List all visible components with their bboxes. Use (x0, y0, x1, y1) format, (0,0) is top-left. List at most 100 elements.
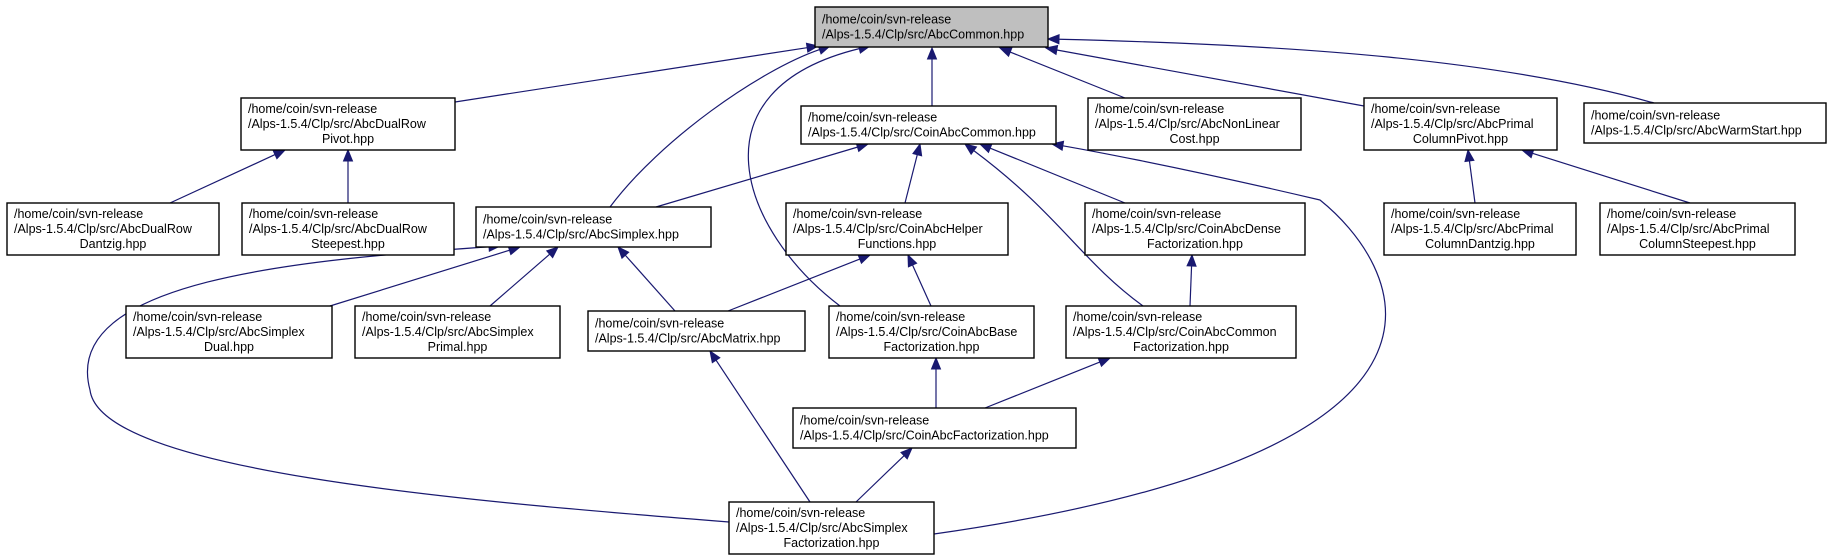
node-abcmatrix[interactable]: /home/coin/svn-release/Alps-1.5.4/Clp/sr… (587, 310, 806, 352)
node-box (1084, 202, 1306, 256)
node-root[interactable]: /home/coin/svn-release/Alps-1.5.4/Clp/sr… (814, 6, 1049, 48)
node-label-line: /Alps-1.5.4/Clp/src/CoinAbcBase (836, 325, 1017, 339)
edge-line (169, 154, 276, 204)
edge-helperfunctions-to-coinabccommon (904, 142, 923, 204)
node-primalcolumnsteepest[interactable]: /home/coin/svn-release/Alps-1.5.4/Clp/sr… (1599, 202, 1796, 256)
edge-line (715, 359, 811, 503)
node-label-line: /home/coin/svn-release (14, 207, 143, 221)
node-densefactorization[interactable]: /home/coin/svn-release/Alps-1.5.4/Clp/sr… (1084, 202, 1306, 256)
arrowhead-icon (912, 142, 923, 157)
arrowhead-icon (709, 349, 721, 364)
node-label-line: /Alps-1.5.4/Clp/src/CoinAbcCommon.hpp (808, 126, 1036, 140)
node-label-line: /Alps-1.5.4/Clp/src/CoinAbcFactorization… (800, 429, 1049, 443)
edge-line (911, 264, 932, 307)
node-primalcolumnpivot[interactable]: /home/coin/svn-release/Alps-1.5.4/Clp/sr… (1363, 97, 1558, 151)
node-box (1583, 102, 1827, 144)
arrowhead-icon (342, 148, 354, 162)
node-coinabccommon[interactable]: /home/coin/svn-release/Alps-1.5.4/Clp/sr… (800, 105, 1057, 145)
node-label-line: /Alps-1.5.4/Clp/src/CoinAbcHelper (793, 222, 983, 236)
node-dualrowdantzig[interactable]: /home/coin/svn-release/Alps-1.5.4/Clp/sr… (6, 202, 220, 256)
node-box (6, 202, 220, 256)
node-box (792, 407, 1077, 449)
node-label-line: Primal.hpp (428, 340, 488, 354)
node-label-line: Cost.hpp (1169, 132, 1219, 146)
node-label-line: ColumnPivot.hpp (1413, 132, 1508, 146)
edge-line (933, 145, 1387, 535)
node-commonfactorization[interactable]: /home/coin/svn-release/Alps-1.5.4/Clp/sr… (1065, 305, 1297, 359)
node-helperfunctions[interactable]: /home/coin/svn-release/Alps-1.5.4/Clp/sr… (785, 202, 1009, 256)
node-nonlinearcost[interactable]: /home/coin/svn-release/Alps-1.5.4/Clp/sr… (1087, 97, 1302, 151)
node-label-line: /Alps-1.5.4/Clp/src/AbcMatrix.hpp (595, 332, 781, 346)
node-label-line: /Alps-1.5.4/Clp/src/AbcSimplex.hpp (483, 228, 679, 242)
edge-abcsimplex-to-root (609, 44, 832, 208)
node-box (1363, 97, 1558, 151)
arrowhead-icon (272, 149, 287, 160)
node-box (1383, 202, 1577, 256)
edge-line (609, 49, 820, 208)
node-box (1065, 305, 1297, 359)
node-box (785, 202, 1009, 256)
arrowhead-icon (857, 254, 872, 265)
node-label-line: /home/coin/svn-release (1092, 207, 1221, 221)
edge-warmstart-to-root (1046, 34, 1655, 104)
edge-line (655, 146, 858, 208)
edge-line (1532, 152, 1691, 204)
node-label-line: /Alps-1.5.4/Clp/src/AbcSimplex (362, 325, 534, 339)
edge-simplexfactorization-to-abcsimplex (87, 241, 730, 523)
arrowhead-icon (963, 143, 978, 156)
node-dualrowpivot[interactable]: /home/coin/svn-release/Alps-1.5.4/Clp/sr… (240, 97, 456, 151)
edge-dualrowpivot-to-root (454, 42, 820, 103)
edge-line (989, 147, 1126, 204)
node-label-line: /Alps-1.5.4/Clp/src/AbcDualRow (14, 222, 193, 236)
edge-line (1189, 265, 1193, 307)
node-label-line: /home/coin/svn-release (133, 310, 262, 324)
node-label-line: Functions.hpp (858, 237, 937, 251)
node-abcsimplex[interactable]: /home/coin/svn-release/Alps-1.5.4/Clp/sr… (475, 206, 712, 248)
edge-simplexprimal-to-abcsimplex (489, 246, 559, 307)
node-box (241, 202, 455, 256)
node-box (1087, 97, 1302, 151)
arrowhead-icon (978, 143, 993, 154)
node-simplexfactorization[interactable]: /home/coin/svn-release/Alps-1.5.4/Clp/sr… (728, 501, 935, 555)
node-basefactorization[interactable]: /home/coin/svn-release/Alps-1.5.4/Clp/sr… (828, 305, 1035, 359)
node-label-line: /home/coin/svn-release (1591, 109, 1720, 123)
node-label-line: /Alps-1.5.4/Clp/src/AbcPrimal (1391, 222, 1554, 236)
node-dualrowsteepest[interactable]: /home/coin/svn-release/Alps-1.5.4/Clp/sr… (241, 202, 455, 256)
node-label-line: /Alps-1.5.4/Clp/src/AbcCommon.hpp (822, 28, 1024, 42)
edge-line (855, 455, 905, 503)
node-label-line: /home/coin/svn-release (248, 102, 377, 116)
node-simplexprimal[interactable]: /home/coin/svn-release/Alps-1.5.4/Clp/sr… (354, 305, 561, 359)
arrowhead-icon (1046, 34, 1060, 45)
node-coinabcfactorization[interactable]: /home/coin/svn-release/Alps-1.5.4/Clp/sr… (792, 407, 1077, 449)
node-label-line: Dantzig.hpp (80, 237, 147, 251)
edge-line (984, 361, 1101, 409)
node-simplexdual[interactable]: /home/coin/svn-release/Alps-1.5.4/Clp/sr… (125, 305, 333, 359)
node-label-line: /home/coin/svn-release (1371, 102, 1500, 116)
node-label-line: /home/coin/svn-release (595, 317, 724, 331)
edge-basefactorization-to-root (747, 43, 872, 307)
arrowhead-icon (900, 447, 913, 460)
edge-simplexfactorization-to-coinabcfactorization (855, 447, 913, 503)
edge-line (624, 254, 676, 312)
node-label-line: /home/coin/svn-release (483, 213, 612, 227)
edge-line (1009, 51, 1126, 99)
node-label-line: Pivot.hpp (322, 132, 374, 146)
edge-line (1468, 160, 1476, 204)
node-label-line: /Alps-1.5.4/Clp/src/AbcSimplex (736, 521, 908, 535)
edge-coinabccommon-to-root (926, 46, 938, 106)
arrowhead-icon (545, 246, 559, 259)
edge-line (747, 48, 860, 307)
node-label-line: /Alps-1.5.4/Clp/src/AbcPrimal (1607, 222, 1770, 236)
node-warmstart[interactable]: /home/coin/svn-release/Alps-1.5.4/Clp/sr… (1583, 102, 1827, 144)
node-box (240, 97, 456, 151)
edge-line (1058, 38, 1655, 104)
edge-dualrowsteepest-to-dualrowpivot (342, 148, 354, 203)
arrowhead-icon (907, 253, 918, 268)
node-box (354, 305, 561, 359)
edge-primalcolumnpivot-to-root (1044, 44, 1365, 107)
node-label-line: /home/coin/svn-release (362, 310, 491, 324)
edge-basefactorization-to-helperfunctions (907, 253, 932, 307)
node-label-line: Factorization.hpp (784, 536, 880, 550)
node-primalcolumndantzig[interactable]: /home/coin/svn-release/Alps-1.5.4/Clp/sr… (1383, 202, 1577, 256)
